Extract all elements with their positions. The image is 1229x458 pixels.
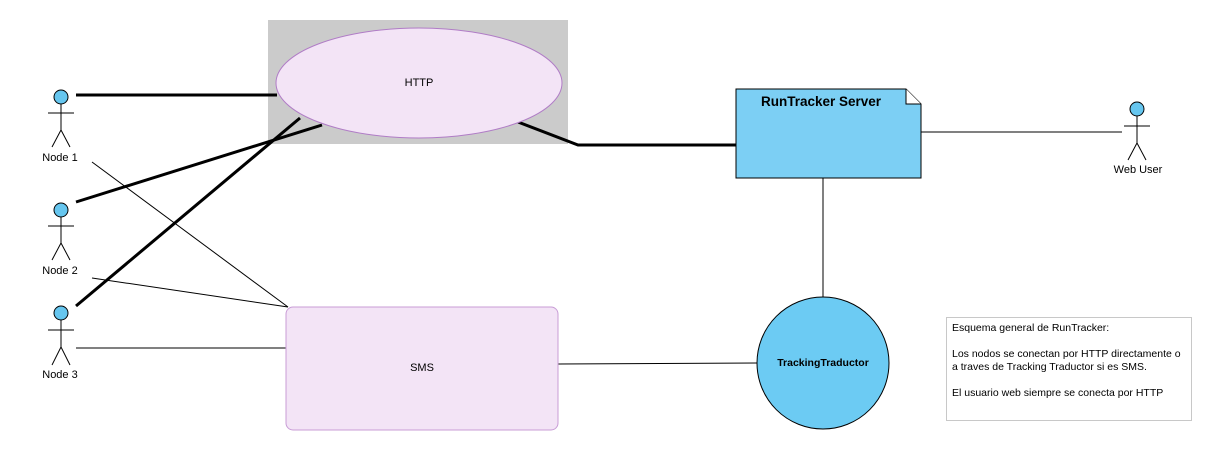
translator-label: TrackingTraductor: [777, 357, 869, 369]
http-ellipse[interactable]: [275, 27, 563, 139]
edge-node2-sms: [91, 277, 289, 308]
actor-node3-label: Node 3: [42, 369, 78, 381]
note-line-3: El usuario web siempre se conecta por HT…: [952, 387, 1164, 399]
actor-node1-figure[interactable]: [48, 89, 74, 148]
edge-node2-http: [75, 123, 323, 204]
note-box: Esquema general de RunTracker: Los nodos…: [946, 317, 1192, 421]
actor-node3-figure[interactable]: [48, 305, 74, 366]
translator-circle[interactable]: [756, 296, 890, 430]
actor-node2-label: Node 2: [42, 265, 78, 277]
http-label: HTTP: [404, 77, 434, 89]
edge-http-server: [517, 120, 736, 147]
edge-node1-sms: [91, 161, 289, 308]
server-box[interactable]: [735, 88, 922, 179]
edge-sms-translator: [557, 362, 758, 365]
thick-connections: [75, 93, 736, 308]
edge-node3-http: [75, 116, 301, 308]
server-label: RunTracker Server: [760, 94, 882, 109]
actor-webuser-label: Web User: [1113, 164, 1163, 176]
server-fold: [905, 89, 921, 105]
note-line-2: Los nodos se conectan por HTTP directame…: [952, 348, 1181, 373]
actor-webuser-figure[interactable]: [1124, 101, 1150, 161]
actor-node2-figure[interactable]: [48, 202, 74, 261]
note-line-1: Esquema general de RunTracker:: [952, 322, 1110, 334]
sms-box[interactable]: [285, 306, 559, 431]
thin-connections: [76, 131, 1122, 365]
sms-label: SMS: [410, 362, 434, 374]
actor-node1-label: Node 1: [42, 152, 78, 164]
